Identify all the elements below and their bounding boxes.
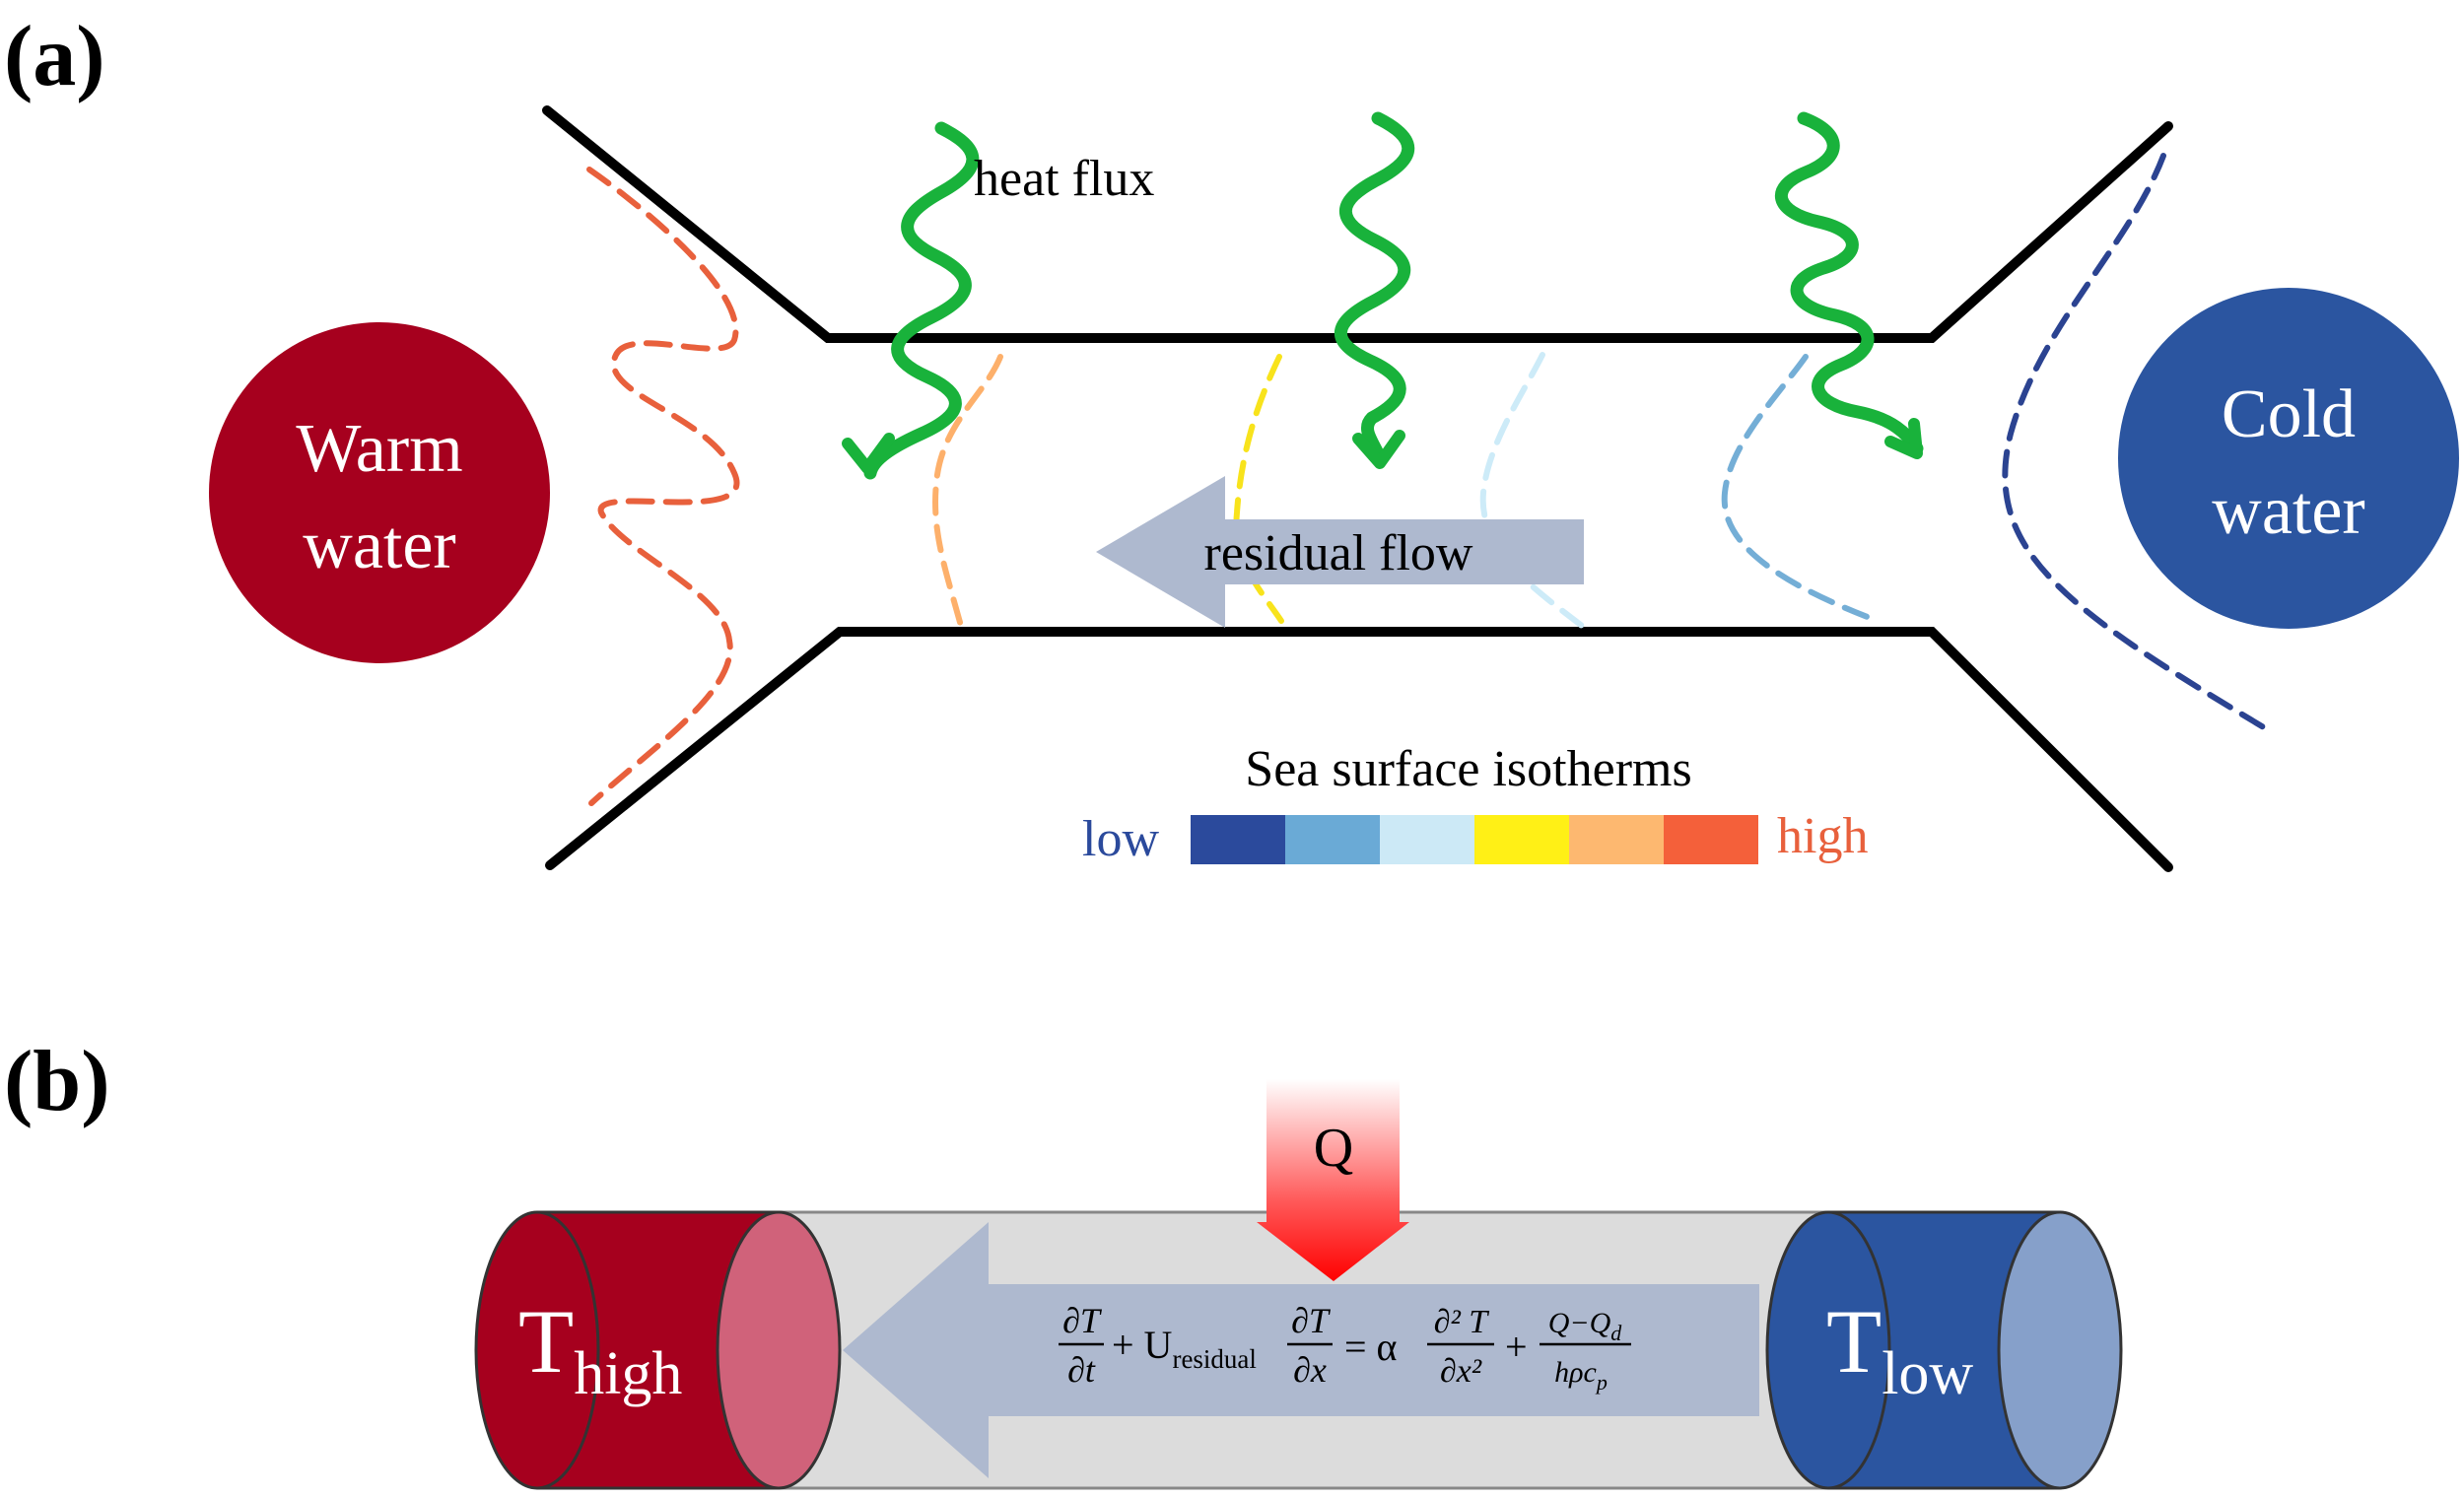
heat-flux-arrow-2 bbox=[1335, 111, 1415, 469]
isotherm-scale-swatch bbox=[1285, 815, 1380, 864]
svg-text:Tlow: Tlow bbox=[1826, 1291, 1973, 1407]
tube-hot-face bbox=[716, 1210, 842, 1490]
eq-dx-den: ∂x bbox=[1293, 1350, 1327, 1390]
cold-water-circle bbox=[2118, 288, 2459, 629]
isotherm-scale-swatch bbox=[1380, 815, 1474, 864]
q-arrow-shape bbox=[1257, 1079, 1409, 1281]
warm-water-label-line2: water bbox=[303, 508, 455, 583]
heat-equation: ∂T ∂t + Uresidual ∂T ∂x = α ∂² T ∂x² + Q… bbox=[1059, 1301, 1631, 1395]
eq-residual-sub: residual bbox=[1172, 1344, 1256, 1374]
isotherm-yellow bbox=[1233, 354, 1284, 624]
t-high-label: Thigh bbox=[518, 1291, 682, 1407]
cold-water-label-line1: Cold bbox=[2222, 376, 2356, 452]
isotherm-darkblue bbox=[2002, 153, 2270, 732]
isotherm-scale-high: high bbox=[1777, 808, 1868, 864]
isotherm-scale-swatch bbox=[1474, 815, 1569, 864]
t-low-label: Tlow bbox=[1826, 1291, 1973, 1407]
svg-text:Thigh: Thigh bbox=[518, 1291, 682, 1407]
heat-flux-arrow-3 bbox=[1774, 111, 1924, 459]
residual-flow-arrow-shape bbox=[1096, 476, 1584, 628]
residual-flow-label: residual flow bbox=[1204, 525, 1473, 581]
panel-b-label: (b) bbox=[4, 1034, 110, 1129]
eq-plus: + bbox=[1505, 1325, 1528, 1369]
panel-a-label: (a) bbox=[4, 9, 105, 104]
t-high-sub: high bbox=[574, 1340, 682, 1407]
isotherm-scale-title: Sea surface isotherms bbox=[1245, 741, 1691, 797]
q-arrow: Q bbox=[1257, 1079, 1409, 1281]
svg-text:Q−Qd: Q−Qd bbox=[1548, 1307, 1623, 1345]
isotherms bbox=[586, 153, 2270, 806]
isotherm-scale-bar bbox=[1191, 815, 1758, 864]
heat-flux-label: heat flux bbox=[974, 151, 1154, 207]
warm-water-circle bbox=[209, 322, 550, 663]
heat-flux-arrows bbox=[842, 111, 1924, 480]
channel-wall-bottom bbox=[545, 627, 2173, 872]
cold-water-label-line2: water bbox=[2212, 473, 2364, 549]
svg-text:hρcp: hρcp bbox=[1554, 1356, 1608, 1395]
eq-q-num-sub: d bbox=[1610, 1321, 1622, 1345]
cold-water: Cold water bbox=[2118, 288, 2459, 629]
isotherm-scale-swatch bbox=[1664, 815, 1758, 864]
isotherm-scale: Sea surface isotherms low high bbox=[1082, 741, 1868, 867]
t-low-sub: low bbox=[1882, 1340, 1973, 1407]
t-low-main: T bbox=[1826, 1291, 1882, 1392]
channel-walls bbox=[542, 105, 2173, 872]
isotherm-scale-swatch bbox=[1569, 815, 1664, 864]
eq-q-num: Q−Q bbox=[1548, 1307, 1611, 1339]
eq-dt-den: ∂t bbox=[1067, 1350, 1096, 1390]
warm-water: Warm water bbox=[209, 322, 550, 663]
warm-water-label-line1: Warm bbox=[296, 411, 462, 487]
channel-wall-top bbox=[542, 105, 2173, 343]
heat-flux-arrow-1 bbox=[842, 121, 980, 480]
eq-d2-num: ∂² T bbox=[1434, 1304, 1489, 1340]
eq-dx-num: ∂T bbox=[1291, 1301, 1332, 1340]
isotherm-scale-low: low bbox=[1082, 811, 1159, 867]
isotherm-red bbox=[586, 167, 740, 806]
eq-dt-num: ∂T bbox=[1062, 1301, 1103, 1340]
eq-plus-u: + U bbox=[1112, 1323, 1173, 1367]
tube-flow-arrow bbox=[843, 1222, 1759, 1478]
tube-cold-face bbox=[1997, 1210, 2123, 1490]
isotherm-orange bbox=[932, 354, 1003, 629]
isotherm-lightblue bbox=[1479, 352, 1585, 629]
isotherm-scale-swatch bbox=[1191, 815, 1285, 864]
t-high-main: T bbox=[518, 1291, 574, 1392]
eq-d2-den: ∂x² bbox=[1440, 1353, 1482, 1390]
svg-text:+ Uresidual: + Uresidual bbox=[1112, 1323, 1257, 1374]
residual-flow-arrow: residual flow bbox=[1096, 476, 1584, 628]
q-label: Q bbox=[1314, 1118, 1353, 1179]
eq-equals-alpha: = α bbox=[1344, 1325, 1398, 1369]
isotherm-blue bbox=[1721, 354, 1881, 624]
eq-q-den: hρc bbox=[1554, 1356, 1597, 1389]
eq-q-den-sub: p bbox=[1595, 1370, 1608, 1395]
